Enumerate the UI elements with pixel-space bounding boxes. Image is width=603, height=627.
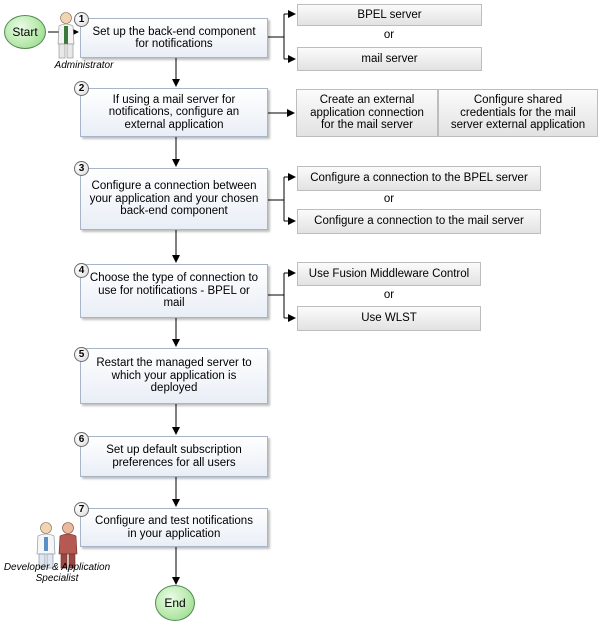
option-create-external-app: Create an external application connectio… [296,89,438,137]
step-2-box: If using a mail server for notifications… [80,88,268,137]
administrator-icon [57,12,75,59]
step-4-text: Choose the type of connection to use for… [89,272,259,310]
start-node: Start [4,15,46,49]
step-5-badge: 5 [74,347,89,362]
or-label-3: or [383,289,395,301]
step-4-box: Choose the type of connection to use for… [80,264,268,318]
option-wlst: Use WLST [297,306,481,331]
start-label: Start [12,25,38,39]
option-conn-mail: Configure a connection to the mail serve… [297,209,541,234]
application-specialist-icon [58,522,78,569]
step-6-text: Set up default subscription preferences … [106,444,242,469]
step-5-box: Restart the managed server to which your… [80,348,268,404]
developer-icon [36,522,56,569]
end-node: End [155,585,195,621]
step-5-text: Restart the managed server to which your… [96,357,252,395]
step-7-badge: 7 [74,502,89,517]
step-3-text: Configure a connection between your appl… [89,180,259,218]
administrator-label: Administrator [54,60,114,71]
option-fusion-middleware: Use Fusion Middleware Control [297,262,481,286]
step-2-badge: 2 [74,81,89,96]
step-6-box: Set up default subscription preferences … [80,436,268,477]
step-7-text: Configure and test notifications in your… [95,515,253,540]
step-2-text: If using a mail server for notifications… [108,93,240,131]
step-7-box: Configure and test notifications in your… [80,508,268,547]
option-bpel-server: BPEL server [297,4,482,26]
step-4-badge: 4 [74,263,89,278]
end-label: End [164,596,186,610]
step-1-text: Set up the back-end component for notifi… [92,25,256,51]
step-6-badge: 6 [74,432,89,447]
or-label-2: or [383,193,395,205]
step-1-box: Set up the back-end component for notifi… [80,18,268,58]
step-1-badge: 1 [74,12,89,27]
option-conn-bpel: Configure a connection to the BPEL serve… [297,166,541,191]
or-label-1: or [383,29,395,41]
step-3-badge: 3 [74,161,89,176]
option-mail-server: mail server [297,47,482,71]
developer-label: Developer & Application Specialist [3,562,111,584]
step-3-box: Configure a connection between your appl… [80,168,268,230]
option-configure-credentials: Configure shared credentials for the mai… [438,89,598,137]
